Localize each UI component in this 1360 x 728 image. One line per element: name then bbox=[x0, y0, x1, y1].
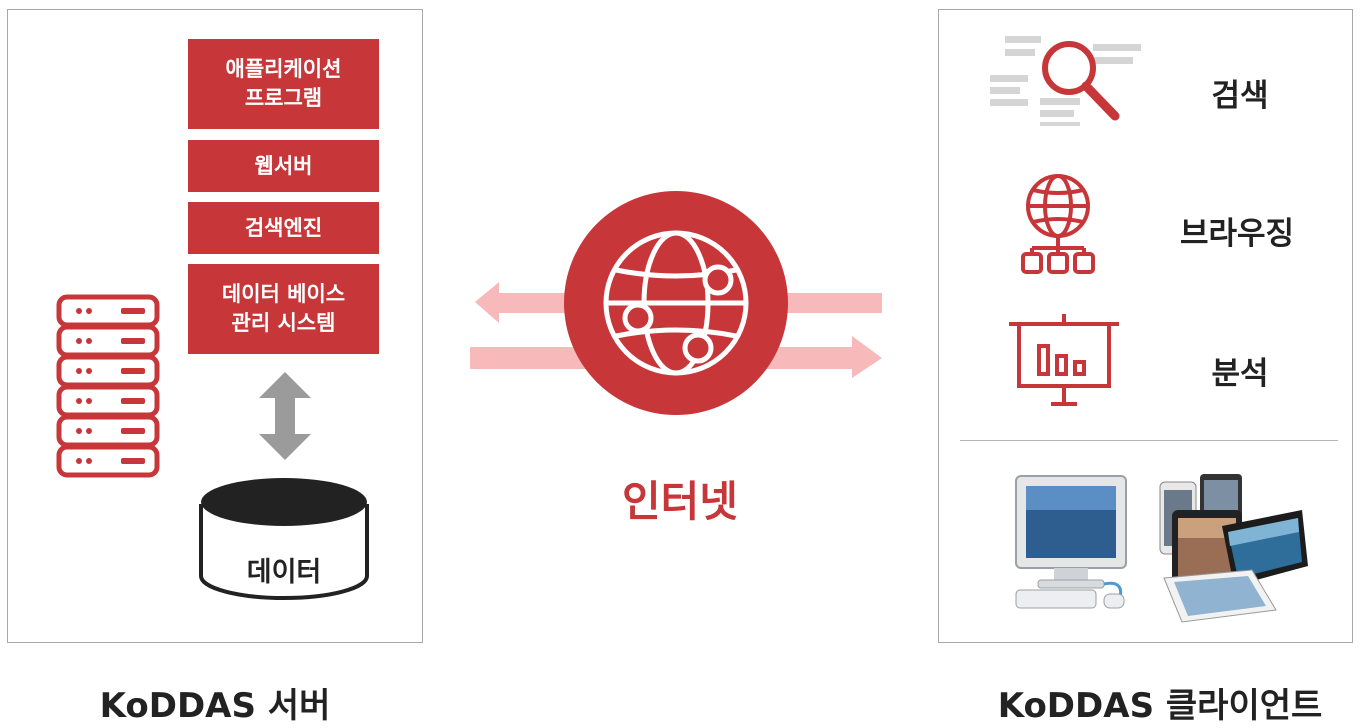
web-server-box: 웹서버 bbox=[188, 140, 379, 192]
database-icon bbox=[199, 478, 369, 600]
tablet-devices-icon bbox=[1159, 474, 1308, 623]
presentation-chart-icon bbox=[1009, 314, 1119, 406]
internet-label: 인터넷 bbox=[622, 477, 738, 526]
desktop-computer-icon bbox=[1015, 475, 1127, 609]
feature-search-label: 검색 bbox=[1211, 78, 1269, 114]
feature-browsing-label: 브라우징 bbox=[1179, 216, 1295, 252]
feature-analysis-label: 분석 bbox=[1211, 356, 1269, 392]
client-caption: KoDDAS 클라이언트 bbox=[997, 686, 1323, 726]
search-icon bbox=[990, 36, 1141, 126]
search-engine-box: 검색엔진 bbox=[188, 202, 379, 254]
client-divider bbox=[960, 440, 1338, 441]
globe-hierarchy-icon bbox=[1021, 174, 1095, 274]
globe-network-icon bbox=[564, 191, 788, 415]
dbms-box: 데이터 베이스 관리 시스템 bbox=[188, 264, 379, 354]
server-rack-icon bbox=[56, 294, 160, 478]
application-program-box: 애플리케이션 프로그램 bbox=[188, 39, 379, 129]
database-label: 데이터 bbox=[246, 557, 322, 588]
bidirectional-arrow-icon bbox=[259, 372, 311, 460]
server-caption: KoDDAS 서버 bbox=[99, 686, 331, 726]
